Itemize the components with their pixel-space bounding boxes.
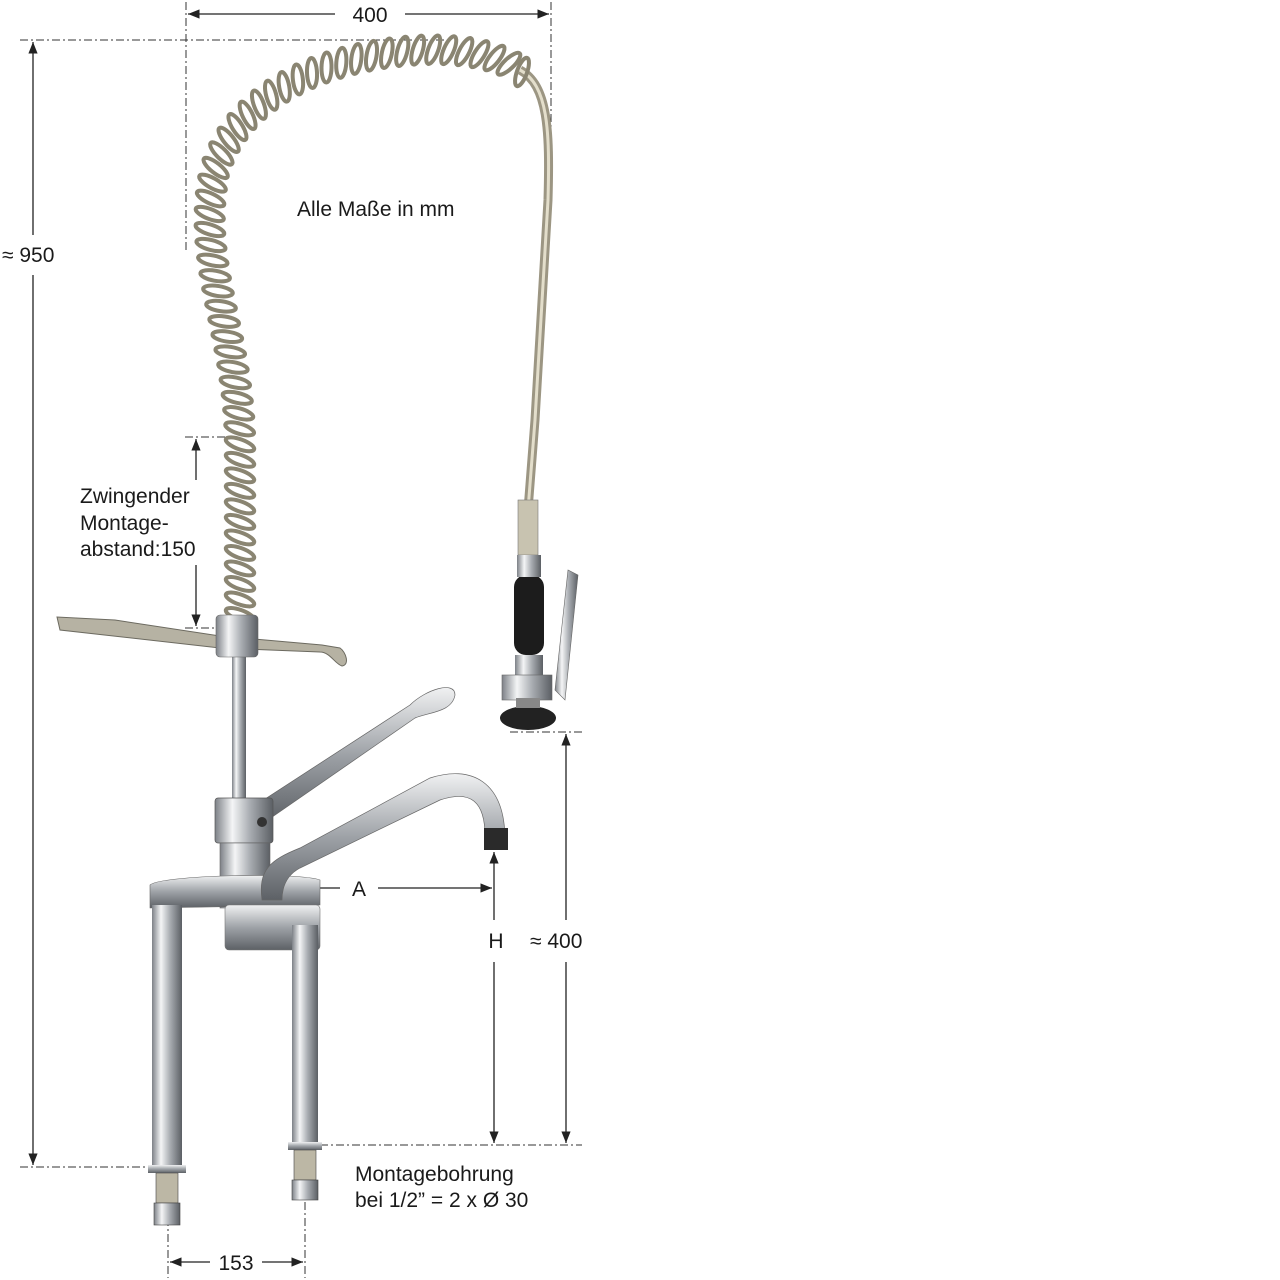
mount-distance-line2: Montage-	[80, 512, 169, 535]
spring-coil-turn	[193, 204, 226, 224]
spring-coil-turn	[363, 38, 380, 73]
spring-coil-turn	[379, 36, 395, 70]
spring-coil-turn	[319, 50, 334, 85]
spring-coil-turn	[513, 55, 531, 89]
spring-coil-turn	[198, 268, 232, 284]
spring-coil-turn	[304, 56, 320, 91]
dim-width-400: 400	[352, 4, 387, 27]
spring-coil-turn	[223, 497, 257, 516]
spring-coil	[193, 33, 531, 624]
spring-coil-turn	[223, 512, 257, 531]
faucet-illustration	[56, 33, 579, 1226]
spring-coil-turn	[334, 45, 349, 80]
units-note: Alle Maße in mm	[297, 198, 455, 221]
spring-coil-turn	[223, 559, 257, 578]
spring-coil-turn	[290, 62, 306, 97]
spring-coil-turn	[223, 528, 257, 547]
spring-coil-turn	[196, 252, 230, 269]
spring-coil-turn	[439, 34, 459, 67]
spring-coil-turn	[216, 359, 250, 375]
spring-coil-turn	[213, 344, 248, 360]
spring-coil-turn	[204, 298, 238, 314]
spring-coil-turn	[394, 34, 411, 68]
spring-coil-turn	[201, 283, 235, 299]
right-pillar	[292, 925, 318, 1145]
spring-coil-turn	[220, 389, 254, 406]
spring-coil-turn	[495, 50, 523, 77]
spring-coil-turn	[193, 220, 227, 239]
spring-coil-turn	[249, 88, 268, 121]
spring-coil-turn	[223, 590, 257, 609]
spring-coil-turn	[262, 78, 280, 112]
spring-coil-turn	[223, 466, 257, 485]
dim-a: A	[352, 878, 366, 901]
spring-coil-turn	[223, 420, 257, 438]
spring-coil-turn	[349, 42, 364, 76]
spring-coil-turn	[216, 125, 241, 154]
mount-distance-line3: abstand:150	[80, 538, 196, 561]
spring-coil-turn	[223, 575, 257, 593]
spring-coil-turn	[409, 33, 427, 67]
dim-height-950: ≈ 950	[2, 244, 54, 267]
spring-coil-turn	[194, 236, 228, 254]
spring-coil-turn	[237, 99, 258, 132]
spring-coil-turn	[223, 481, 257, 500]
dim-spray-400: ≈ 400	[530, 930, 582, 953]
pre-rinse-spray-valve	[500, 499, 579, 730]
labels: 400 ≈ 950 Alle Maße in mm Zwingender Mon…	[2, 4, 582, 1275]
lever-handle	[244, 687, 456, 823]
spring-coil-turn	[208, 140, 235, 167]
riser-pipe	[232, 620, 246, 805]
spring-coil-turn	[276, 70, 292, 104]
spring-coil-turn	[222, 405, 256, 422]
spring-coil-turn	[223, 450, 257, 469]
spring-coil-turn	[207, 314, 242, 329]
spring-coil-turn	[453, 36, 475, 68]
mount-hole-line2: bei 1/2” = 2 x Ø 30	[355, 1189, 528, 1212]
spring-coil-turn	[223, 543, 257, 562]
spring-coil-turn	[218, 374, 253, 391]
spring-coil-turn	[226, 112, 249, 143]
spring-coil-turn	[468, 39, 491, 70]
mount-distance-line1: Zwingender	[80, 485, 190, 508]
spring-coil-turn	[194, 188, 227, 209]
spring-coil-turn	[424, 33, 443, 66]
wall-bracket	[56, 616, 347, 667]
dim-h: H	[488, 930, 503, 953]
left-pillar	[152, 905, 182, 1170]
spring-coil-turn	[482, 43, 507, 73]
spring-coil-turn	[201, 155, 230, 181]
spring-coil-turn	[210, 329, 245, 345]
mount-hole-line1: Montagebohrung	[355, 1163, 514, 1186]
spring-coil-turn	[197, 172, 228, 194]
dim-spacing-153: 153	[218, 1252, 253, 1275]
spring-coil-turn	[223, 435, 257, 454]
